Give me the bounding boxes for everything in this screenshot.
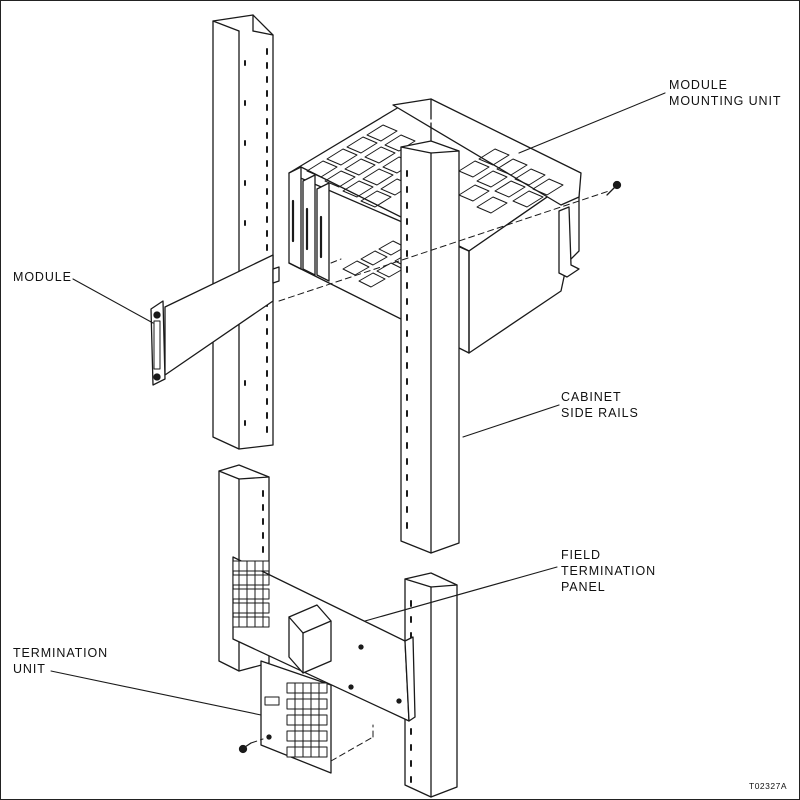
label-termination-unit: TERMINATION UNIT (13, 646, 109, 676)
insertion-guide-lines (278, 190, 610, 302)
unit-terminal-blocks (264, 682, 328, 758)
termination-unit (260, 660, 332, 774)
rail-holes-left-upper (244, 48, 268, 433)
mounting-screw-top (606, 180, 622, 196)
leader-lines (50, 92, 666, 716)
label-field-termination-panel: FIELD TERMINATION PANEL (561, 548, 657, 594)
termination-guide-lines (250, 724, 374, 762)
label-cabinet-side-rails: CABINET SIDE RAILS (561, 390, 639, 420)
panel-terminal-blocks (232, 560, 270, 628)
right-side-rail-upper (400, 122, 460, 554)
label-module: MODULE (13, 270, 72, 284)
label-module-mounting-unit: MODULE MOUNTING UNIT (669, 78, 782, 108)
field-termination-panel (232, 556, 416, 722)
mounting-screw-bottom (238, 742, 252, 754)
left-side-rail-upper (212, 14, 274, 450)
figure-id: T02327A (749, 781, 787, 791)
module-card (150, 254, 280, 386)
